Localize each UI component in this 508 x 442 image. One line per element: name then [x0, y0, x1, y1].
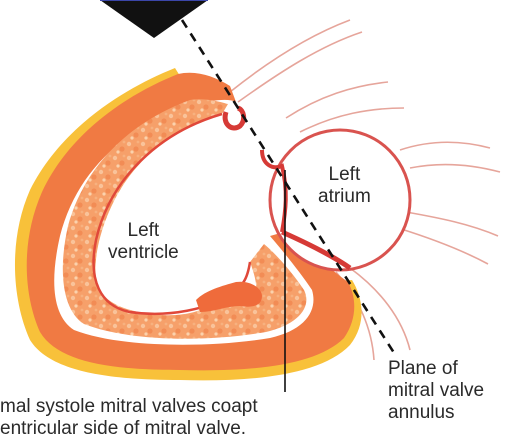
aortic-valve	[225, 108, 244, 128]
left-ventricle-label: Left ventricle	[108, 220, 179, 264]
plane-label: Plane of mitral valve annulus	[388, 358, 484, 424]
downward-triangle-arrow-icon	[100, 0, 208, 38]
left-ventricle-label-line2: ventricle	[108, 242, 179, 264]
caption-line1: mal systole mitral valves coapt	[0, 396, 258, 418]
plane-label-line1: Plane of	[388, 358, 484, 380]
caption-line2: entricular side of mitral valve.	[0, 418, 258, 440]
left-atrium-label: Left atrium	[318, 164, 371, 208]
caption: mal systole mitral valves coapt entricul…	[0, 396, 258, 440]
plane-label-line2: mitral valve	[388, 380, 484, 402]
left-atrium-label-line2: atrium	[318, 186, 371, 208]
left-ventricle-label-line1: Left	[108, 220, 179, 242]
plane-label-line3: annulus	[388, 402, 484, 424]
left-atrium-label-line1: Left	[318, 164, 371, 186]
